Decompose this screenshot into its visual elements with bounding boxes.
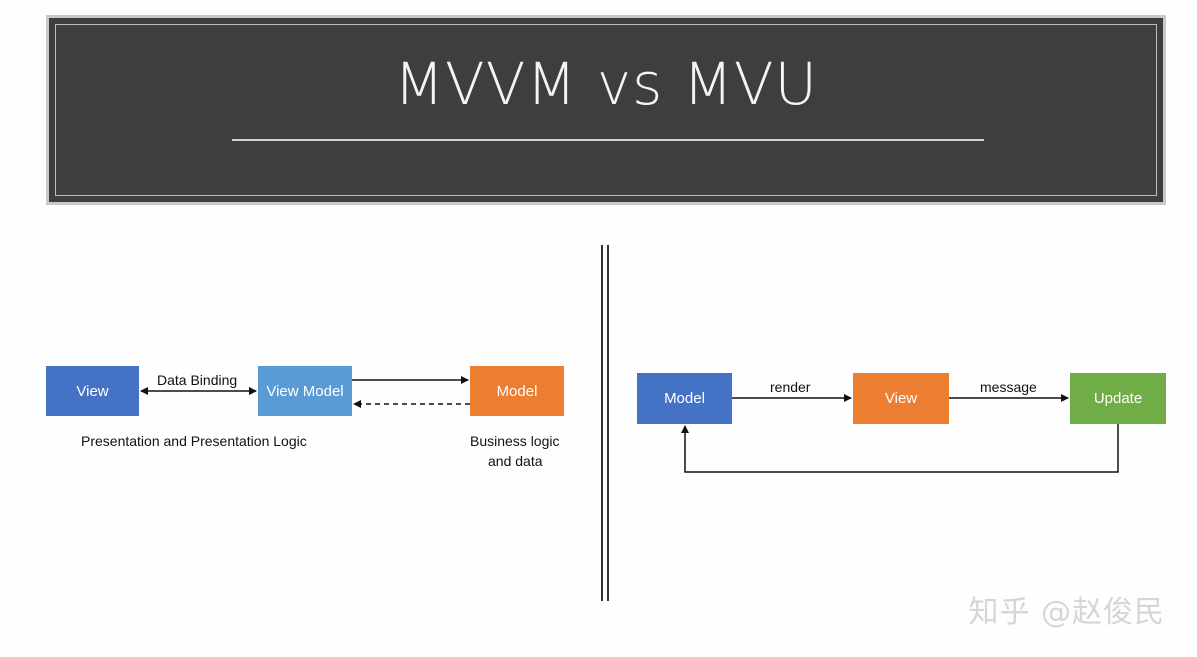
message-label: message — [980, 379, 1037, 395]
business-caption-line2: and data — [488, 453, 543, 469]
slide-title: MVVM vs MVU — [393, 50, 819, 118]
mvu-view-box: View — [853, 373, 949, 424]
mvvm-view-model-box: View Model — [258, 366, 352, 416]
update-to-model-loop-arrow — [681, 424, 1119, 473]
title-band: MVVM vs MVU — [46, 15, 1166, 205]
mvvm-model-box: Model — [470, 366, 564, 416]
watermark-text: 知乎 @赵俊民 — [968, 595, 1165, 630]
section-divider — [600, 245, 610, 601]
data-binding-label: Data Binding — [157, 372, 238, 388]
title-frame — [55, 24, 1157, 196]
mvvm-view-box: View — [46, 366, 139, 416]
business-caption-line1: Business logic — [470, 433, 560, 449]
render-label: render — [770, 379, 811, 395]
title-underline — [232, 139, 984, 141]
mvu-update-box: Update — [1070, 373, 1166, 424]
mvu-model-box: Model — [637, 373, 732, 424]
presentation-caption: Presentation and Presentation Logic — [81, 433, 307, 449]
